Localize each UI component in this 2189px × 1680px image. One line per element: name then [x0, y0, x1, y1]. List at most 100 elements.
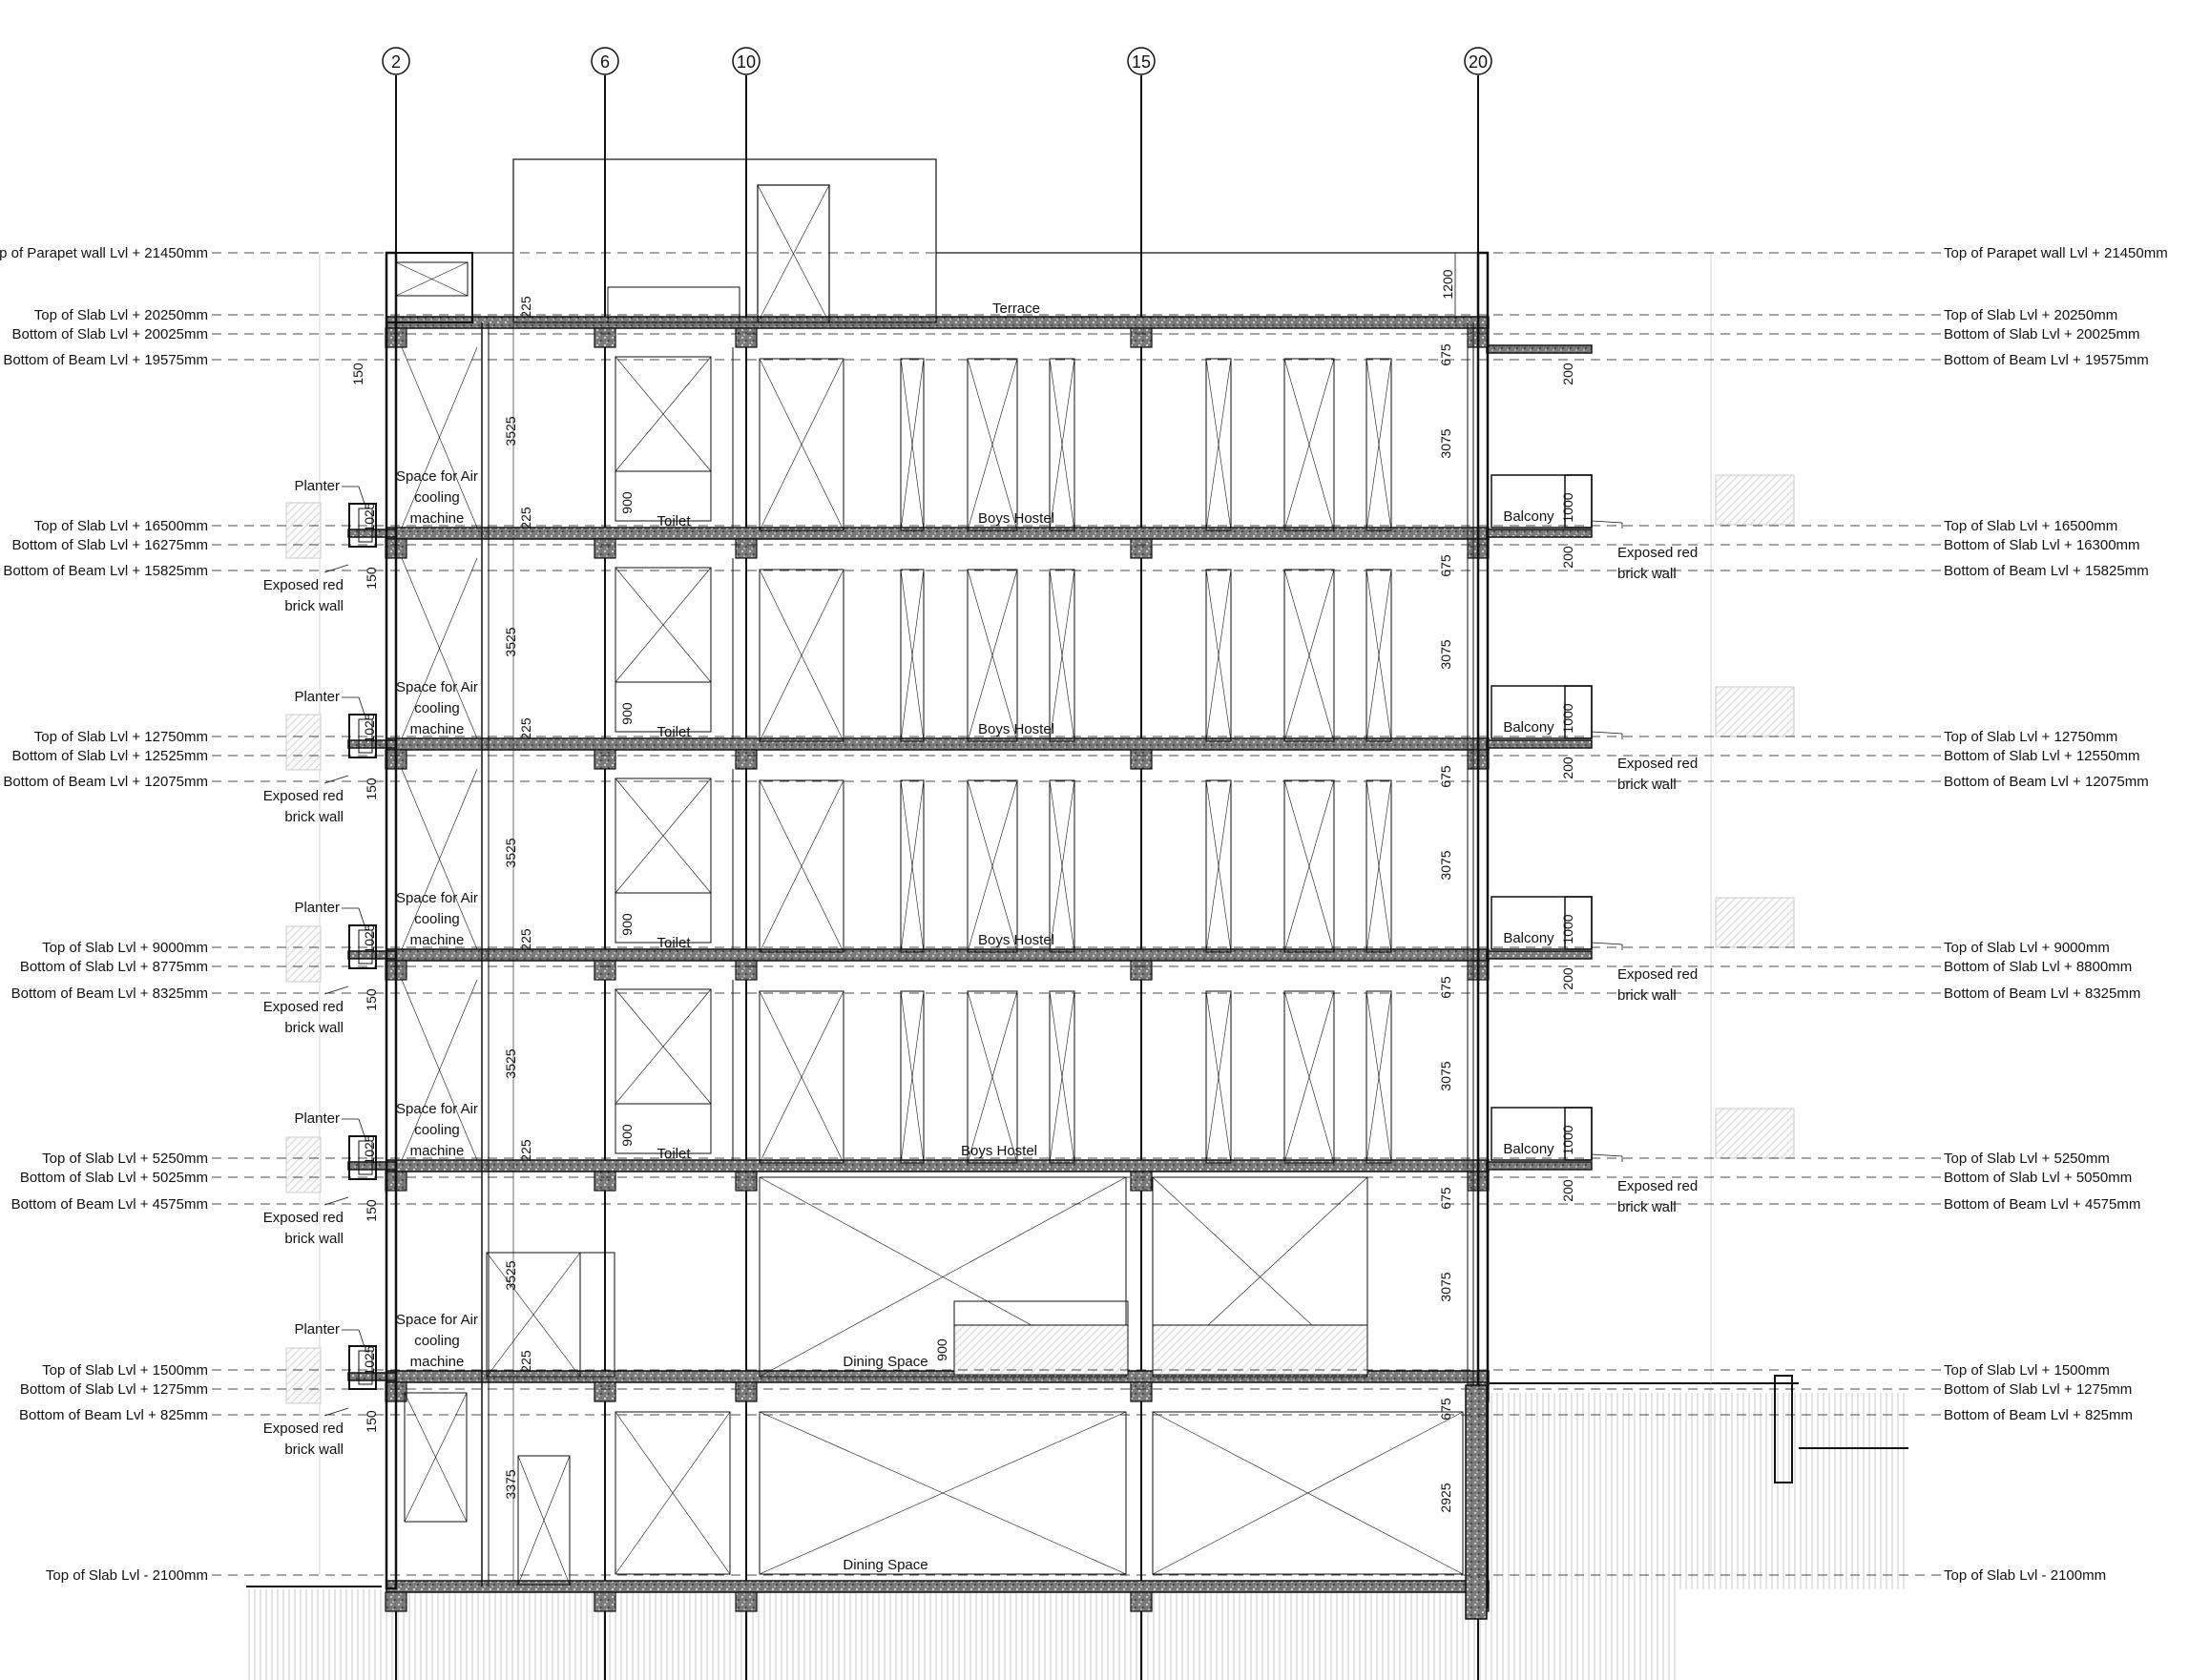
dim-675: 675	[1438, 1398, 1453, 1421]
brick-wall-label: brick wall	[284, 1231, 344, 1247]
dim-675: 675	[1438, 976, 1453, 999]
level-label-left: Bottom of Beam Lvl + 825mm	[19, 1407, 208, 1423]
grid-bubble	[1464, 47, 1492, 75]
dim-675: 675	[1438, 765, 1453, 788]
dim-225: 225	[518, 717, 533, 740]
level-label-right: Top of Slab Lvl + 1500mm	[1944, 1362, 2110, 1379]
air-cooling-label: Space for Air	[396, 1101, 478, 1117]
level-label-left: Bottom of Slab Lvl + 8775mm	[20, 959, 208, 975]
brick-wall-label: Exposed red	[263, 1421, 344, 1437]
level-label-right: Bottom of Slab Lvl + 20025mm	[1944, 326, 2140, 342]
level-label-left: Bottom of Slab Lvl + 12525mm	[11, 748, 208, 764]
level-label-left: Top of Slab Lvl + 1500mm	[42, 1362, 208, 1379]
brick-wall-label: brick wall	[1617, 987, 1677, 1004]
brick-wall-label: brick wall	[1617, 566, 1677, 582]
dim-225: 225	[518, 1139, 533, 1162]
dim-900: 900	[619, 702, 635, 725]
brick-wall-label: brick wall	[284, 1020, 344, 1036]
dim-150: 150	[364, 988, 379, 1011]
grid-bubble	[1127, 47, 1156, 75]
dim-200: 200	[1560, 967, 1575, 990]
level-label-right: Bottom of Beam Lvl + 825mm	[1944, 1407, 2133, 1423]
grid-bubble	[732, 47, 761, 75]
brick-wall-label: Exposed red	[1617, 1178, 1698, 1194]
room-label-balcony: Balcony	[1503, 1141, 1554, 1157]
dim-3375: 3375	[503, 1469, 518, 1499]
level-label-right: Top of Slab Lvl + 20250mm	[1944, 307, 2117, 323]
level-label-left: Bottom of Slab Lvl + 16275mm	[11, 537, 208, 553]
level-label-left: Bottom of Beam Lvl + 4575mm	[11, 1196, 208, 1213]
room-label-dining-space: Dining Space	[843, 1557, 928, 1573]
air-cooling-label: machine	[410, 510, 465, 527]
dim-200: 200	[1560, 757, 1575, 779]
dim-225: 225	[518, 1350, 533, 1373]
dim-225: 225	[518, 928, 533, 951]
dim-200: 200	[1560, 1179, 1575, 1202]
dim-900: 900	[934, 1338, 949, 1361]
dim-1000: 1000	[1560, 492, 1575, 522]
grid-label: 20	[1469, 52, 1488, 72]
level-label-right: Top of Slab Lvl + 5250mm	[1944, 1151, 2110, 1167]
dim-1000: 1000	[1560, 703, 1575, 733]
air-cooling-label: cooling	[414, 911, 460, 927]
brick-wall-label: brick wall	[284, 598, 344, 614]
level-label-right: Top of Slab Lvl - 2100mm	[1944, 1567, 2106, 1584]
level-label-right: Bottom of Slab Lvl + 8800mm	[1944, 959, 2132, 975]
dim-1000: 1000	[1560, 1125, 1575, 1154]
level-label-left: Bottom of Beam Lvl + 19575mm	[3, 352, 208, 368]
dim-3525: 3525	[503, 838, 518, 867]
brick-wall-label: Exposed red	[263, 999, 344, 1015]
dim-675: 675	[1438, 1187, 1453, 1210]
dim-1025: 1025	[362, 713, 377, 742]
air-cooling-label: machine	[410, 721, 465, 737]
room-label-terrace: Terrace	[992, 301, 1040, 317]
level-label-right: Top of Parapet wall Lvl + 21450mm	[1944, 245, 2168, 261]
air-cooling-label: cooling	[414, 700, 460, 716]
dim-900: 900	[619, 1124, 635, 1147]
level-label-left: Bottom of Beam Lvl + 12075mm	[3, 774, 208, 790]
air-cooling-label: cooling	[414, 1333, 460, 1349]
dim-1025: 1025	[362, 1134, 377, 1164]
level-label-right: Bottom of Beam Lvl + 15825mm	[1944, 563, 2149, 579]
brick-wall-label: Exposed red	[263, 788, 344, 804]
dim-3525: 3525	[503, 416, 518, 446]
brick-wall-label: brick wall	[284, 1441, 344, 1458]
level-label-left: Top of Slab Lvl + 5250mm	[42, 1151, 208, 1167]
dim-3075: 3075	[1438, 1272, 1453, 1301]
planter-label: Planter	[294, 1110, 340, 1127]
dim-3075: 3075	[1438, 428, 1453, 458]
room-label-balcony: Balcony	[1503, 719, 1554, 736]
room-label-toilet: Toilet	[657, 513, 691, 529]
level-label-right: Bottom of Beam Lvl + 4575mm	[1944, 1196, 2140, 1213]
dim-150: 150	[364, 1410, 379, 1433]
dim-675: 675	[1438, 343, 1453, 366]
dim-3075: 3075	[1438, 850, 1453, 880]
dim-2925: 2925	[1438, 1483, 1453, 1512]
dim-200: 200	[1560, 363, 1575, 385]
level-label-right: Bottom of Beam Lvl + 12075mm	[1944, 774, 2149, 790]
dim-1025: 1025	[362, 502, 377, 531]
dim-3525: 3525	[503, 1260, 518, 1290]
level-label-left: Top of Slab Lvl + 20250mm	[34, 307, 208, 323]
brick-wall-label: brick wall	[1617, 777, 1677, 793]
grid-bubble	[382, 47, 410, 75]
air-cooling-label: Space for Air	[396, 1312, 478, 1328]
dim-3525: 3525	[503, 627, 518, 656]
dim-3075: 3075	[1438, 1061, 1453, 1090]
air-cooling-label: cooling	[414, 1122, 460, 1138]
grid-label: 2	[391, 52, 401, 72]
brick-wall-label: brick wall	[1617, 1199, 1677, 1215]
planter-label: Planter	[294, 689, 340, 705]
room-label-toilet: Toilet	[657, 724, 691, 740]
level-label-right: Top of Slab Lvl + 9000mm	[1944, 940, 2110, 956]
brick-wall-label: Exposed red	[263, 577, 344, 593]
dim-1025: 1025	[362, 923, 377, 953]
level-label-left: Bottom of Slab Lvl + 1275mm	[20, 1381, 208, 1398]
room-label-balcony: Balcony	[1503, 930, 1554, 946]
room-label-boys-hostel: Boys Hostel	[961, 1143, 1037, 1159]
dim-225: 225	[518, 296, 533, 319]
air-cooling-label: Space for Air	[396, 679, 478, 695]
level-label-left: Top of Parapet wall Lvl + 21450mm	[0, 245, 208, 261]
level-label-right: Bottom of Beam Lvl + 19575mm	[1944, 352, 2149, 368]
